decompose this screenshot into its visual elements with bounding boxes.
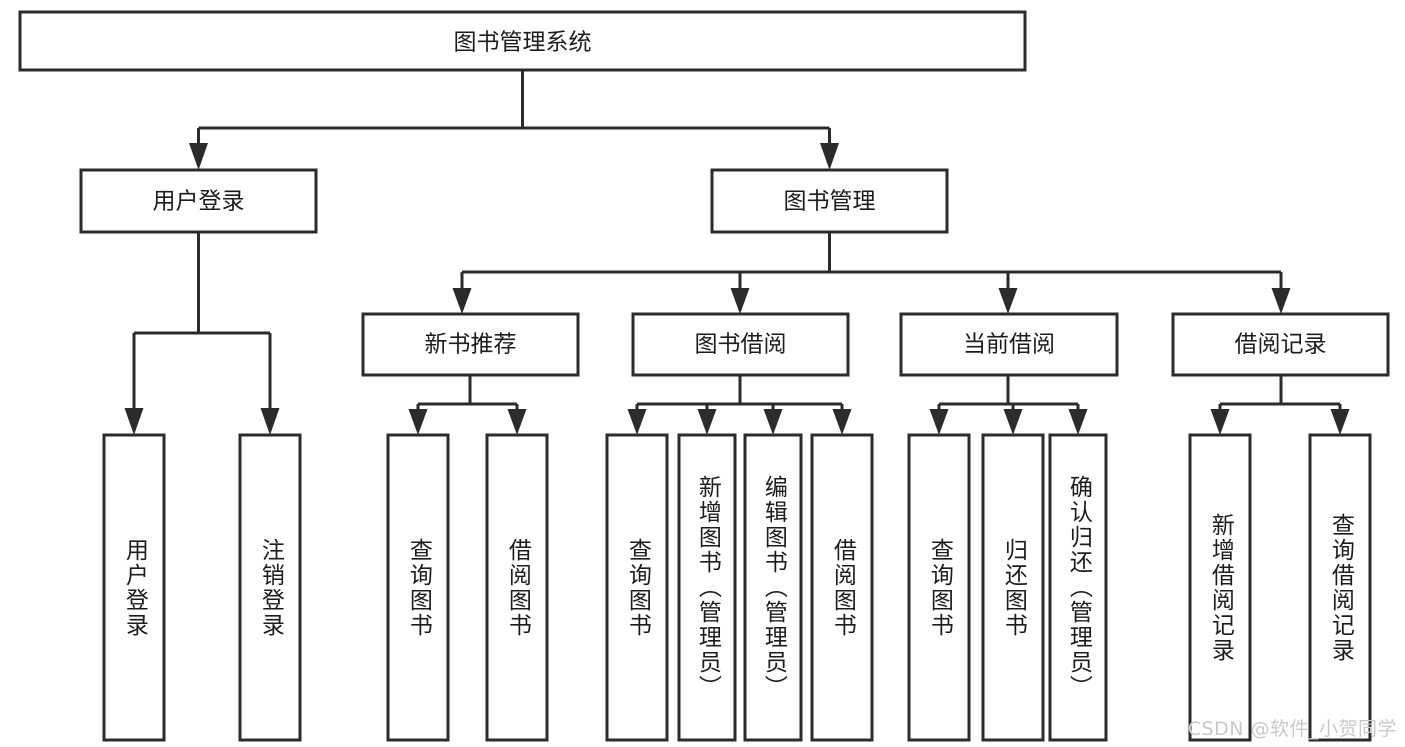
- leaf-box-logout[interactable]: [238, 433, 302, 742]
- leaf-box-borrow-book-2[interactable]: [810, 433, 874, 742]
- node-book-borrow[interactable]: 图书借阅: [631, 312, 850, 377]
- node-current-borrow-label: 当前借阅: [963, 332, 1055, 358]
- arrow-head-leaf-user-login: [124, 408, 144, 435]
- arrow-head-leaf-edit-book: [763, 409, 783, 435]
- arrow-head-leaf-query-book-2: [627, 409, 647, 435]
- node-new-book-recommend-box[interactable]: [361, 312, 580, 377]
- node-user-login-box[interactable]: [79, 168, 318, 234]
- node-root-system-box[interactable]: [18, 10, 1027, 72]
- arrow-head-leaf-query-book-1: [408, 409, 428, 435]
- arrow-head-leaf-query-record: [1330, 409, 1350, 435]
- arrow-head-leaf-logout: [260, 408, 280, 435]
- node-current-borrow-box[interactable]: [899, 312, 1119, 377]
- leaf-box-query-book-1[interactable]: [386, 433, 450, 742]
- arrow-head-leaf-borrow-book-2: [832, 409, 852, 435]
- connector-group-user-login: [124, 232, 280, 435]
- arrow-head-leaf-add-record: [1210, 409, 1230, 435]
- node-borrow-record-label: 借阅记录: [1235, 332, 1327, 358]
- arrow-head-leaf-query-book-3: [929, 409, 949, 435]
- arrow-head-leaf-add-book: [697, 409, 717, 435]
- leaf-box-add-book[interactable]: [677, 433, 737, 742]
- arrow-head-book-manage: [820, 143, 839, 170]
- leaf-box-query-record[interactable]: [1308, 433, 1372, 742]
- arrow-head-user-login: [189, 143, 208, 170]
- node-borrow-record-box[interactable]: [1171, 312, 1390, 377]
- node-root-system-label: 图书管理系统: [454, 30, 592, 56]
- leaf-box-borrow-book-1[interactable]: [485, 433, 549, 742]
- node-user-login[interactable]: 用户登录: [79, 168, 318, 234]
- arrow-head-leaf-return-book: [1003, 409, 1023, 435]
- arrow-head-book-borrow: [730, 288, 750, 314]
- leaf-box-add-record[interactable]: [1188, 433, 1252, 742]
- arrow-head-new-book-recommend: [452, 288, 472, 314]
- leaf-box-edit-book[interactable]: [743, 433, 803, 742]
- arrow-head-current-borrow: [998, 288, 1018, 314]
- connector-group-borrow-record: [1210, 375, 1350, 435]
- node-book-manage[interactable]: 图书管理: [710, 168, 949, 234]
- node-root-system[interactable]: 图书管理系统: [18, 10, 1027, 72]
- connector-group-book-borrow: [627, 375, 852, 435]
- arrow-head-leaf-borrow-book-1: [507, 409, 527, 435]
- node-user-login-label: 用户登录: [153, 189, 245, 215]
- node-new-book-recommend-label: 新书推荐: [425, 332, 517, 358]
- connector-group-book-manage: [452, 232, 1291, 314]
- csdn-watermark: CSDN @软件_小贺同学: [1187, 718, 1397, 740]
- node-book-manage-box[interactable]: [710, 168, 949, 234]
- node-book-borrow-label: 图书借阅: [695, 332, 787, 358]
- leaf-box-confirm-return[interactable]: [1048, 433, 1108, 742]
- arrow-head-leaf-confirm-return: [1068, 409, 1088, 435]
- arrow-head-borrow-record: [1271, 288, 1291, 314]
- node-book-borrow-box[interactable]: [631, 312, 850, 377]
- connector-group-new-book-recommend: [408, 375, 527, 435]
- node-new-book-recommend[interactable]: 新书推荐: [361, 312, 580, 377]
- leaf-boxes-group: [102, 433, 1372, 742]
- leaf-box-query-book-3[interactable]: [907, 433, 971, 742]
- node-borrow-record[interactable]: 借阅记录: [1171, 312, 1390, 377]
- leaf-box-user-login[interactable]: [102, 433, 166, 742]
- connector-group-current-borrow: [929, 375, 1088, 435]
- leaf-box-query-book-2[interactable]: [605, 433, 669, 742]
- node-current-borrow[interactable]: 当前借阅: [899, 312, 1119, 377]
- leaf-box-return-book[interactable]: [981, 433, 1045, 742]
- node-book-manage-label: 图书管理: [784, 189, 876, 215]
- connector-group-root: [189, 70, 839, 170]
